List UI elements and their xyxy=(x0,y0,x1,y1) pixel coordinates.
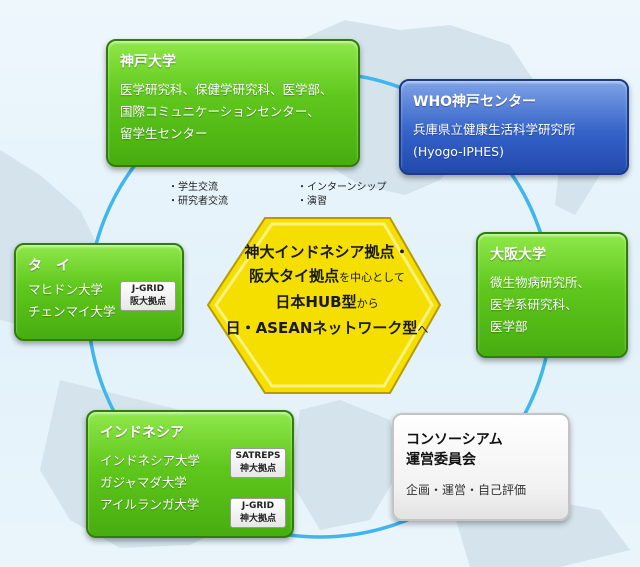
exchange-label: ・演習 xyxy=(297,196,327,207)
badge-label: 神大拠点 xyxy=(239,464,276,474)
center-message: 神大インドネシア拠点・ 阪大タイ拠点を中心として 日本HUB型から 日・ASEA… xyxy=(222,240,432,342)
kobe-university-box: 神戸大学 医学研究科、保健学研究科、医学部、 国際コミュニケーションセンター、 … xyxy=(106,39,360,167)
who-centre-title: WHO神戸センター xyxy=(413,94,537,110)
center-connector: から xyxy=(356,297,379,310)
who-centre-line: (Hyogo-IPHES) xyxy=(413,144,504,159)
exchange-left-labels: ・学生交流 ・研究者交流 xyxy=(168,181,228,209)
exchange-label: ・インターンシップ xyxy=(297,182,387,193)
thailand-box: タ イ マヒドン大学 チェンマイ大学 J-GRID 阪大拠点 xyxy=(14,243,184,341)
osaka-university-line: 医学系研究科、 xyxy=(490,297,578,312)
indonesia-line: インドネシア大学 xyxy=(100,453,201,468)
badge-label: J-GRID xyxy=(241,501,275,511)
indonesia-line: ガジャマダ大学 xyxy=(100,475,187,490)
badge-label: 神大拠点 xyxy=(239,514,276,524)
kobe-university-line: 留学生センター xyxy=(120,126,208,141)
j-grid-osaka-badge: J-GRID 阪大拠点 xyxy=(120,281,176,311)
exchange-right-labels: ・インターンシップ ・演習 xyxy=(297,181,387,209)
center-emphasis: 日・ASEANネットワーク型 xyxy=(225,319,418,337)
center-connector: を中心として xyxy=(339,271,405,284)
indonesia-line: アイルランガ大学 xyxy=(100,497,200,512)
badge-label: 阪大拠点 xyxy=(129,297,166,307)
center-emphasis: 日本HUB型 xyxy=(275,293,357,311)
center-hexagon-highlight xyxy=(214,222,434,388)
kobe-university-title: 神戸大学 xyxy=(120,54,176,70)
center-line: 日本HUB型から xyxy=(222,290,432,316)
exchange-label: ・学生交流 xyxy=(168,182,218,193)
badge-label: J-GRID xyxy=(131,284,165,294)
center-line: 阪大タイ拠点を中心として xyxy=(222,264,432,290)
thailand-title: タ イ xyxy=(28,258,70,274)
osaka-university-line: 医学部 xyxy=(490,319,528,334)
osaka-university-title: 大阪大学 xyxy=(490,247,546,263)
center-emphasis: 阪大タイ拠点 xyxy=(249,267,340,285)
consortium-title: 運営委員会 xyxy=(406,452,476,468)
badge-label: SATREPS xyxy=(235,451,281,461)
center-line: 日・ASEANネットワーク型へ xyxy=(222,316,432,342)
center-hexagon xyxy=(206,217,442,394)
satreps-kobe-badge: SATREPS 神大拠点 xyxy=(230,448,286,478)
consortium-box: コンソーシアム 運営委員会 企画・運営・自己評価 xyxy=(392,413,570,521)
center-connector: へ xyxy=(417,323,429,336)
osaka-university-box: 大阪大学 微生物病研究所、 医学系研究科、 医学部 xyxy=(476,232,628,358)
consortium-title: コンソーシアム xyxy=(406,432,503,448)
thailand-line: マヒドン大学 xyxy=(28,282,104,297)
j-grid-kobe-badge: J-GRID 神大拠点 xyxy=(230,498,286,528)
thailand-line: チェンマイ大学 xyxy=(28,304,116,319)
osaka-university-line: 微生物病研究所、 xyxy=(490,275,591,290)
kobe-university-line: 医学研究科、保健学研究科、医学部、 xyxy=(120,82,333,97)
who-centre-line: 兵庫県立健康生活科学研究所 xyxy=(413,122,576,137)
center-line: 神大インドネシア拠点・ xyxy=(244,243,410,261)
who-kobe-centre-box: WHO神戸センター 兵庫県立健康生活科学研究所 (Hyogo-IPHES) xyxy=(399,79,629,175)
indonesia-title: インドネシア xyxy=(100,425,184,441)
indonesia-box: インドネシア インドネシア大学 ガジャマダ大学 アイルランガ大学 SATREPS… xyxy=(86,410,294,538)
exchange-label: ・研究者交流 xyxy=(168,196,228,207)
consortium-line: 企画・運営・自己評価 xyxy=(406,483,527,497)
kobe-university-line: 国際コミュニケーションセンター、 xyxy=(120,104,320,119)
